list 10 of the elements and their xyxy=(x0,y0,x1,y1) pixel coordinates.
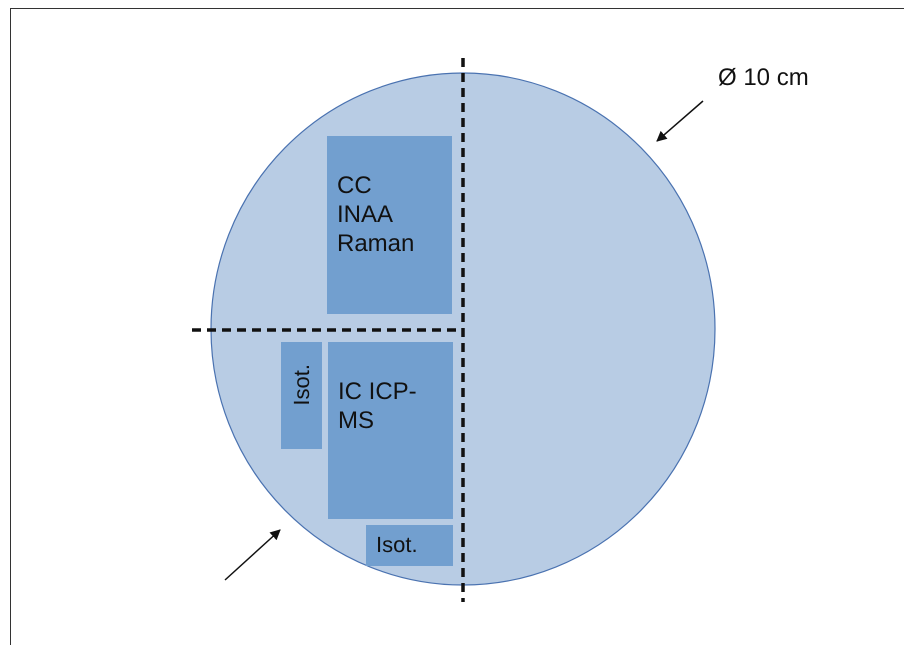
method-label: Isot. xyxy=(289,364,315,406)
method-label: CC INAA Raman xyxy=(337,172,416,258)
sample-disc xyxy=(210,72,716,586)
subsample-area xyxy=(327,136,452,314)
method-label: Isot. xyxy=(376,532,418,558)
subsample-area xyxy=(328,342,453,519)
dimension-label: Ø 10 cm xyxy=(718,64,809,93)
method-label: IC ICP-MS xyxy=(338,378,418,436)
subsample-area xyxy=(366,525,453,566)
subsample-area xyxy=(281,342,322,449)
